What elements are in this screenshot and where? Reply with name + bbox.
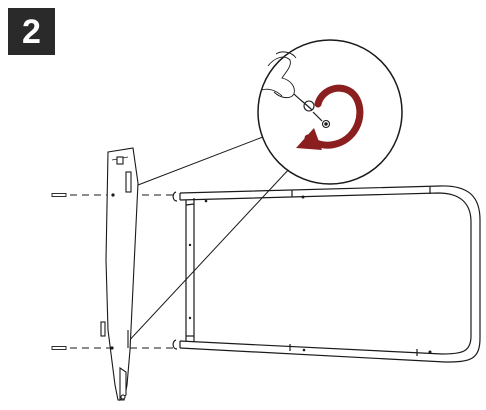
clockwise-rotation-arrow-icon xyxy=(296,84,364,150)
step-number: 2 xyxy=(22,12,41,51)
bolt-bottom xyxy=(51,346,67,350)
callout-leader-lines xyxy=(124,134,291,346)
step-number-badge: 2 xyxy=(8,8,55,55)
detail-circle xyxy=(257,39,403,185)
screwdriver-hand-icon xyxy=(261,51,331,129)
frame-rivets xyxy=(188,195,432,354)
bolt-top xyxy=(51,193,67,197)
u-frame xyxy=(172,185,481,363)
side-bracket-panel xyxy=(100,147,139,402)
detail-callout xyxy=(257,39,403,185)
